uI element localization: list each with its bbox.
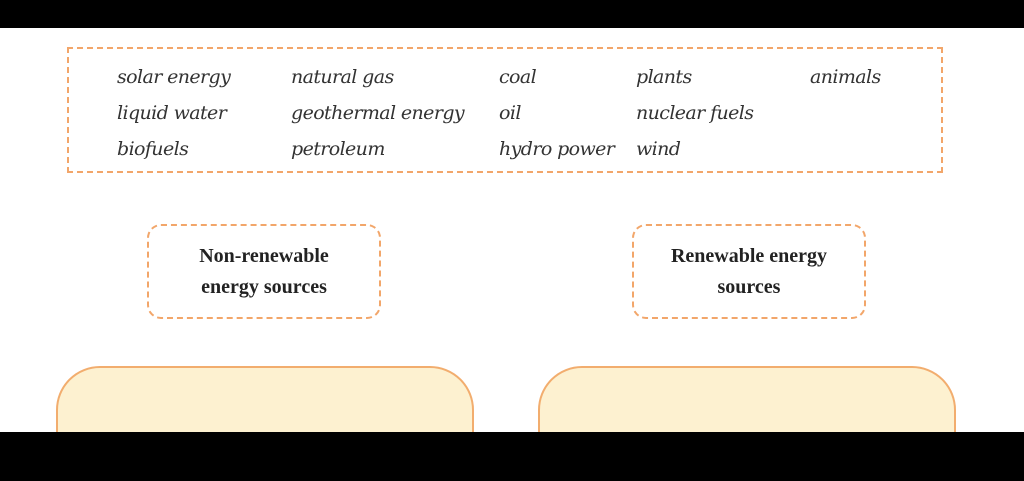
word-bank: solar energy liquid water biofuels natur… (67, 47, 943, 173)
word-oil[interactable]: oil (499, 102, 521, 124)
word-solar-energy[interactable]: solar energy (117, 66, 231, 88)
word-petroleum[interactable]: petroleum (291, 138, 385, 160)
renewable-label-line1: Renewable energy (670, 244, 828, 267)
word-wind[interactable]: wind (636, 138, 681, 160)
word-natural-gas[interactable]: natural gas (291, 66, 394, 88)
non-renewable-label-line1: Non-renewable (199, 244, 329, 267)
renewable-label-line2: sources (717, 275, 781, 298)
non-renewable-drop-zone[interactable] (56, 366, 474, 432)
word-hydro-power[interactable]: hydro power (499, 138, 615, 160)
non-renewable-category-label: Non-renewable energy sources (147, 224, 381, 319)
renewable-category-label: Renewable energy sources (632, 224, 866, 319)
non-renewable-label-line2: energy sources (201, 275, 327, 298)
word-coal[interactable]: coal (499, 66, 537, 88)
word-nuclear-fuels[interactable]: nuclear fuels (636, 102, 754, 124)
word-geothermal-energy[interactable]: geothermal energy (291, 102, 465, 124)
word-liquid-water[interactable]: liquid water (117, 102, 227, 124)
word-biofuels[interactable]: biofuels (117, 138, 189, 160)
renewable-drop-zone[interactable] (538, 366, 956, 432)
word-plants[interactable]: plants (636, 66, 692, 88)
worksheet-page: solar energy liquid water biofuels natur… (0, 28, 1024, 432)
word-animals[interactable]: animals (810, 66, 881, 88)
